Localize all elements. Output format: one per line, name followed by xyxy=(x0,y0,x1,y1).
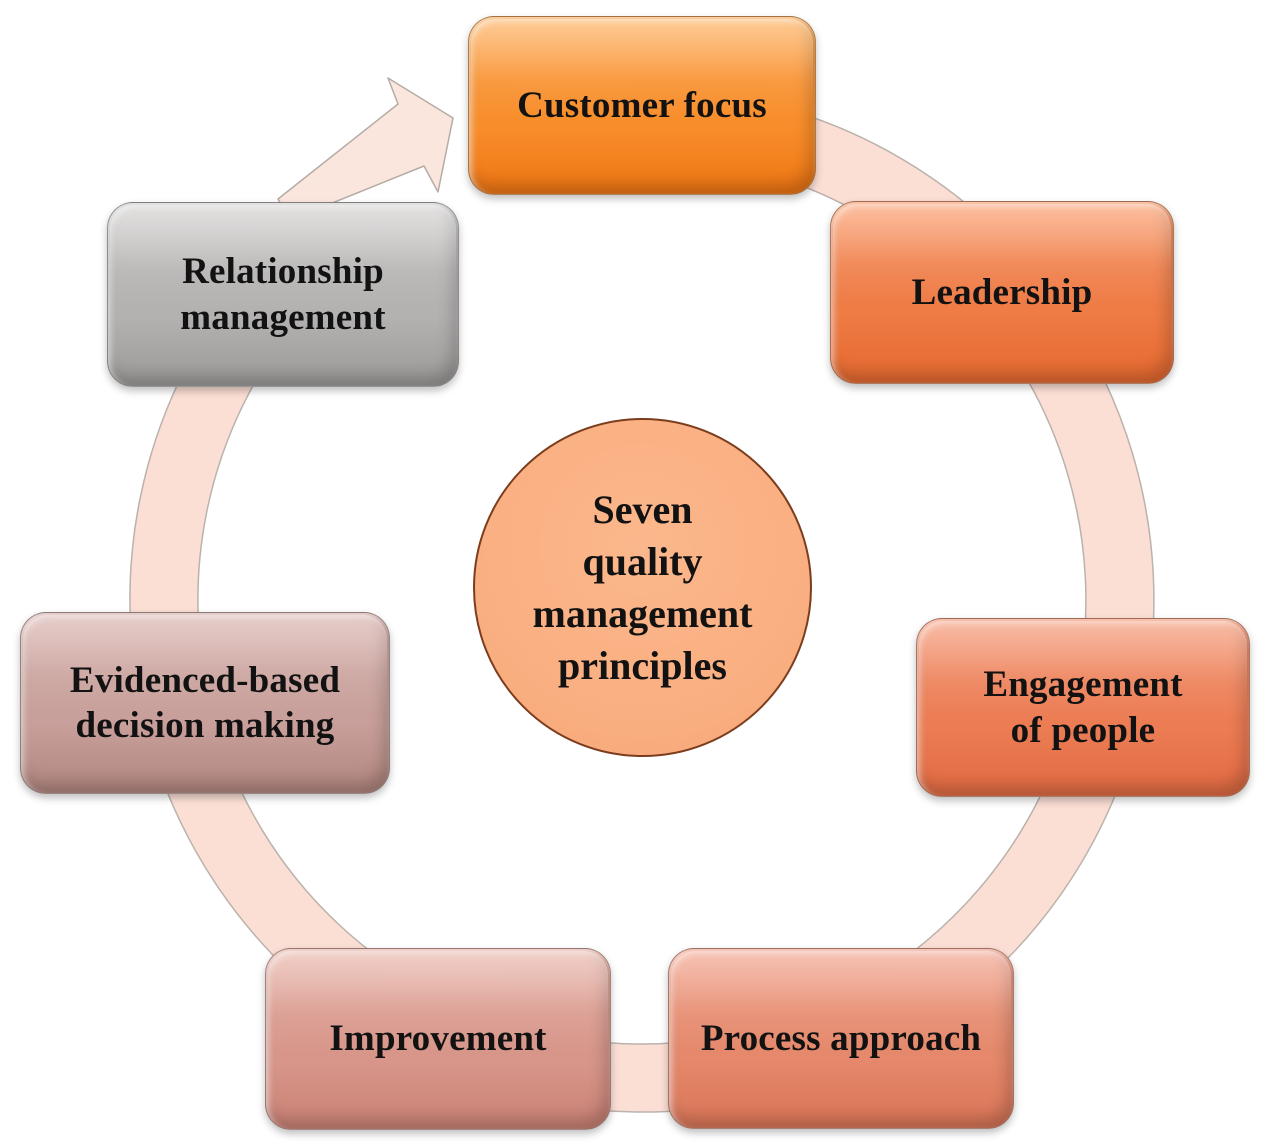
cycle-arrowhead-icon xyxy=(277,77,454,221)
principle-label-process-approach: Process approach xyxy=(700,1017,982,1059)
principle-label-customer-focus: Customer focus xyxy=(517,84,767,126)
principle-label-evidence-based-decision-making: Evidenced-based decision making xyxy=(69,659,341,746)
diagram-title: Seven quality management principles xyxy=(532,486,753,688)
principle-box-leadership: Leadership xyxy=(830,201,1174,384)
principle-box-evidence-based-decision-making: Evidenced-based decision making xyxy=(20,612,390,794)
principle-box-process-approach: Process approach xyxy=(668,948,1014,1129)
principle-box-relationship-management: Relationship management xyxy=(107,202,459,387)
principle-label-engagement-of-people: Engagement of people xyxy=(983,664,1183,751)
center-title-circle: Seven quality management principles xyxy=(473,418,812,757)
principle-label-leadership: Leadership xyxy=(911,271,1093,313)
principle-box-customer-focus: Customer focus xyxy=(468,16,816,195)
principle-box-improvement: Improvement xyxy=(265,948,611,1130)
principle-label-relationship-management: Relationship management xyxy=(180,251,386,338)
principle-box-engagement-of-people: Engagement of people xyxy=(916,618,1250,797)
principle-label-improvement: Improvement xyxy=(329,1018,547,1060)
